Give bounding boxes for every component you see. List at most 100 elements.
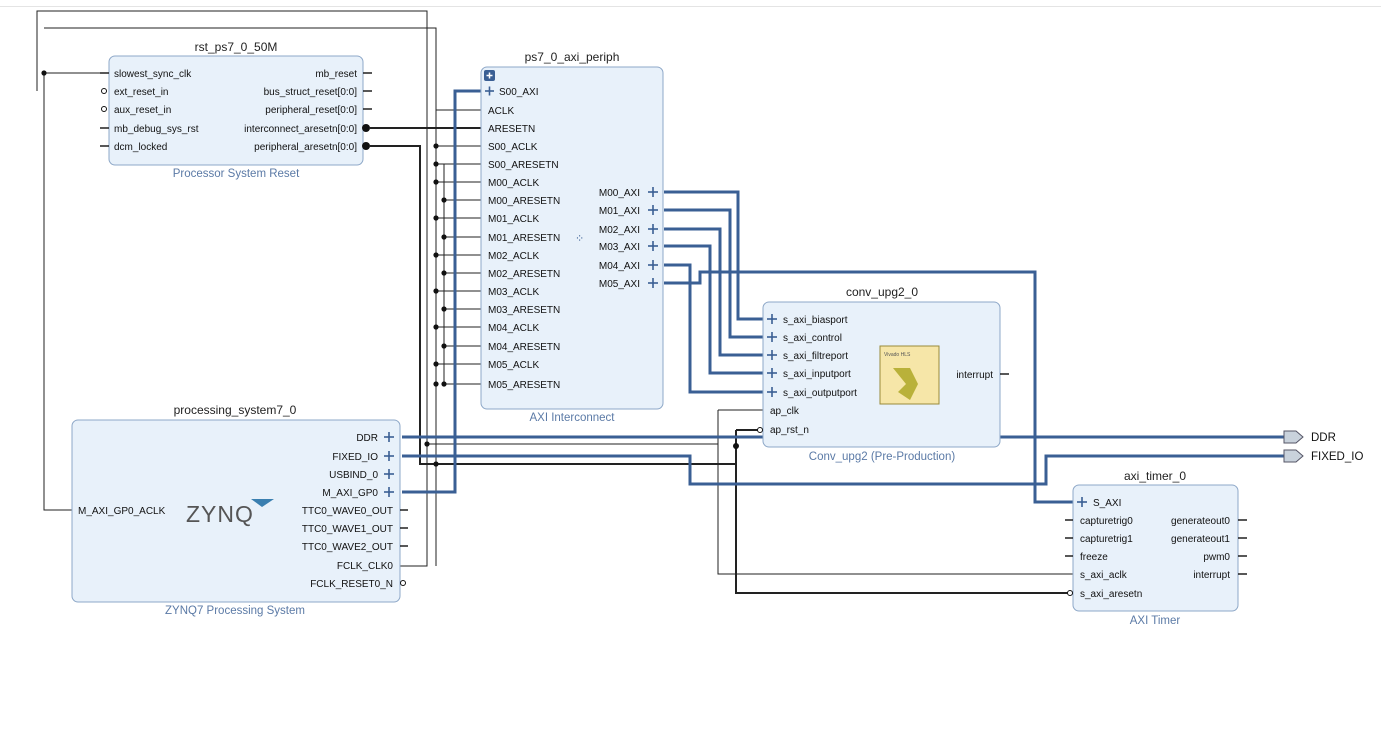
plus-icon [648,187,658,288]
conv-block-subtitle: Conv_upg2 (Pre-Production) [809,451,956,463]
rst-right-ports: mb_reset bus_struct_reset[0:0] periphera… [244,69,372,153]
port-m04-aresetn[interactable]: M04_ARESETN [488,342,560,353]
port-m03-aclk[interactable]: M03_ACLK [488,287,539,298]
port-ttc0-wave2-out[interactable]: TTC0_WAVE2_OUT [302,542,393,553]
port-dcm-locked[interactable]: dcm_locked [114,142,167,153]
port-m03-aresetn[interactable]: M03_ARESETN [488,305,560,316]
port-fclk-reset0-n[interactable]: FCLK_RESET0_N [310,579,393,590]
port-m-axi-gp0[interactable]: M_AXI_GP0 [322,488,378,499]
port-generateout0[interactable]: generateout0 [1171,516,1230,527]
port-ap-rst-n[interactable]: ap_rst_n [770,425,809,436]
port-timer-interrupt[interactable]: interrupt [1193,570,1230,581]
port-s-axi-filtreport[interactable]: s_axi_filtreport [783,351,848,362]
port-fixed-io[interactable]: FIXED_IO [332,452,378,463]
axi-interconnect-block[interactable]: ps7_0_axi_periph AXI Interconnect S00_AX… [480,50,664,424]
port-s00-axi[interactable]: S00_AXI [499,87,538,98]
port-m00-aresetn[interactable]: M00_ARESETN [488,196,560,207]
port-m02-axi[interactable]: M02_AXI [599,225,640,236]
port-m01-aresetn[interactable]: M01_ARESETN [488,233,560,244]
port-s-axi-aclk[interactable]: s_axi_aclk [1080,570,1128,581]
port-peripheral-aresetn[interactable]: peripheral_aresetn[0:0] [254,142,357,153]
port-s-axi-biasport[interactable]: s_axi_biasport [783,315,848,326]
port-capturetrig1[interactable]: capturetrig1 [1080,534,1133,545]
port-peripheral-reset[interactable]: peripheral_reset[0:0] [265,105,357,116]
zynq-logo: ZYNQ [186,499,274,527]
canvas-top-border [0,6,1381,7]
conv-left-ports: s_axi_biasport s_axi_control s_axi_filtr… [757,314,857,436]
axi-periph-block-subtitle: AXI Interconnect [529,412,615,424]
port-s-axi[interactable]: S_AXI [1093,498,1121,509]
timer-right-ports: generateout0 generateout1 pwm0 interrupt [1171,516,1247,581]
axi-periph-right-ports: M00_AXI M01_AXI M02_AXI M03_AXI M04_AXI … [599,187,658,290]
zynq-ps7-block[interactable]: processing_system7_0 ZYNQ7 Processing Sy… [71,403,408,617]
rst-left-ports: slowest_sync_clk ext_reset_in aux_reset_… [100,69,199,153]
expand-icon[interactable] [484,70,495,81]
port-m00-aclk[interactable]: M00_ACLK [488,178,539,189]
port-freeze[interactable]: freeze [1080,552,1108,563]
port-s-axi-control[interactable]: s_axi_control [783,333,842,344]
rst-block-subtitle: Processor System Reset [173,168,300,180]
port-usbind-0[interactable]: USBIND_0 [329,470,378,481]
conv-upg2-block[interactable]: conv_upg2_0 Conv_upg2 (Pre-Production) s… [757,285,1010,463]
port-interconnect-aresetn[interactable]: interconnect_aresetn[0:0] [244,124,357,135]
svg-text:ZYNQ: ZYNQ [186,501,254,527]
port-m04-axi[interactable]: M04_AXI [599,261,640,272]
port-m04-aclk[interactable]: M04_ACLK [488,323,539,334]
port-m05-aclk[interactable]: M05_ACLK [488,360,539,371]
external-port-ddr[interactable]: DDR [1283,430,1336,444]
plus-icon [767,314,777,397]
rst-ps7-block[interactable]: rst_ps7_0_50M Processor System Reset slo… [100,40,372,180]
port-m05-axi[interactable]: M05_AXI [599,279,640,290]
port-ap-clk[interactable]: ap_clk [770,406,800,417]
timer-block-name: axi_timer_0 [1124,469,1186,483]
plus-icon [1077,497,1087,507]
conv-block-name: conv_upg2_0 [846,285,918,299]
port-m00-axi[interactable]: M00_AXI [599,188,640,199]
port-s00-aclk[interactable]: S00_ACLK [488,142,538,153]
port-s00-aresetn[interactable]: S00_ARESETN [488,160,559,171]
external-port-fixed-io-label: FIXED_IO [1311,451,1363,463]
port-mb-reset[interactable]: mb_reset [315,69,357,80]
ps7-block-subtitle: ZYNQ7 Processing System [165,605,305,617]
svg-text:⁘: ⁘ [575,233,584,245]
svg-text:Vivado HLS: Vivado HLS [884,352,911,358]
port-fclk-clk0[interactable]: FCLK_CLK0 [337,561,394,572]
ps7-block-name: processing_system7_0 [174,403,297,417]
external-port-fixed-io[interactable]: FIXED_IO [1283,449,1363,463]
port-s-axi-outputport[interactable]: s_axi_outputport [783,388,857,399]
port-m01-aclk[interactable]: M01_ACLK [488,214,539,225]
external-port-ddr-label: DDR [1311,432,1336,444]
axi-timer-block[interactable]: axi_timer_0 AXI Timer S_AXI capturetrig0… [1065,469,1247,627]
port-m01-axi[interactable]: M01_AXI [599,206,640,217]
rst-block-name: rst_ps7_0_50M [195,40,278,54]
port-ext-reset-in[interactable]: ext_reset_in [114,87,168,98]
port-s-axi-aresetn[interactable]: s_axi_aresetn [1080,589,1142,600]
crossbar-icon: ⁘ [575,233,584,245]
port-generateout1[interactable]: generateout1 [1171,534,1230,545]
port-mb-debug-sys-rst[interactable]: mb_debug_sys_rst [114,124,199,135]
axi-periph-left-ports: S00_AXI ACLK ARESETN S00_ACLK S00_ARESET… [485,86,560,391]
port-aresetn[interactable]: ARESETN [488,124,535,135]
ps7-right-ports: DDR FIXED_IO USBIND_0 M_AXI_GP0 TTC0_WAV… [302,432,408,590]
plus-icon [384,432,394,497]
port-bus-struct-reset[interactable]: bus_struct_reset[0:0] [264,87,358,98]
port-ttc0-wave0-out[interactable]: TTC0_WAVE0_OUT [302,506,393,517]
port-m02-aresetn[interactable]: M02_ARESETN [488,269,560,280]
timer-left-ports: S_AXI capturetrig0 capturetrig1 freeze s… [1065,497,1142,600]
port-ttc0-wave1-out[interactable]: TTC0_WAVE1_OUT [302,524,393,535]
port-aclk[interactable]: ACLK [488,106,514,117]
port-m05-aresetn[interactable]: M05_ARESETN [488,380,560,391]
axi-periph-block-name: ps7_0_axi_periph [525,50,620,64]
port-m02-aclk[interactable]: M02_ACLK [488,251,539,262]
port-slowest-sync-clk[interactable]: slowest_sync_clk [114,69,192,80]
port-aux-reset-in[interactable]: aux_reset_in [114,105,171,116]
port-pwm0[interactable]: pwm0 [1203,552,1230,563]
port-m03-axi[interactable]: M03_AXI [599,242,640,253]
port-interrupt[interactable]: interrupt [956,370,993,381]
port-m-axi-gp0-aclk[interactable]: M_AXI_GP0_ACLK [78,506,166,517]
vivado-hls-logo: Vivado HLS [879,345,940,405]
port-ddr[interactable]: DDR [356,433,378,444]
port-s-axi-inputport[interactable]: s_axi_inputport [783,369,851,380]
port-capturetrig0[interactable]: capturetrig0 [1080,516,1133,527]
